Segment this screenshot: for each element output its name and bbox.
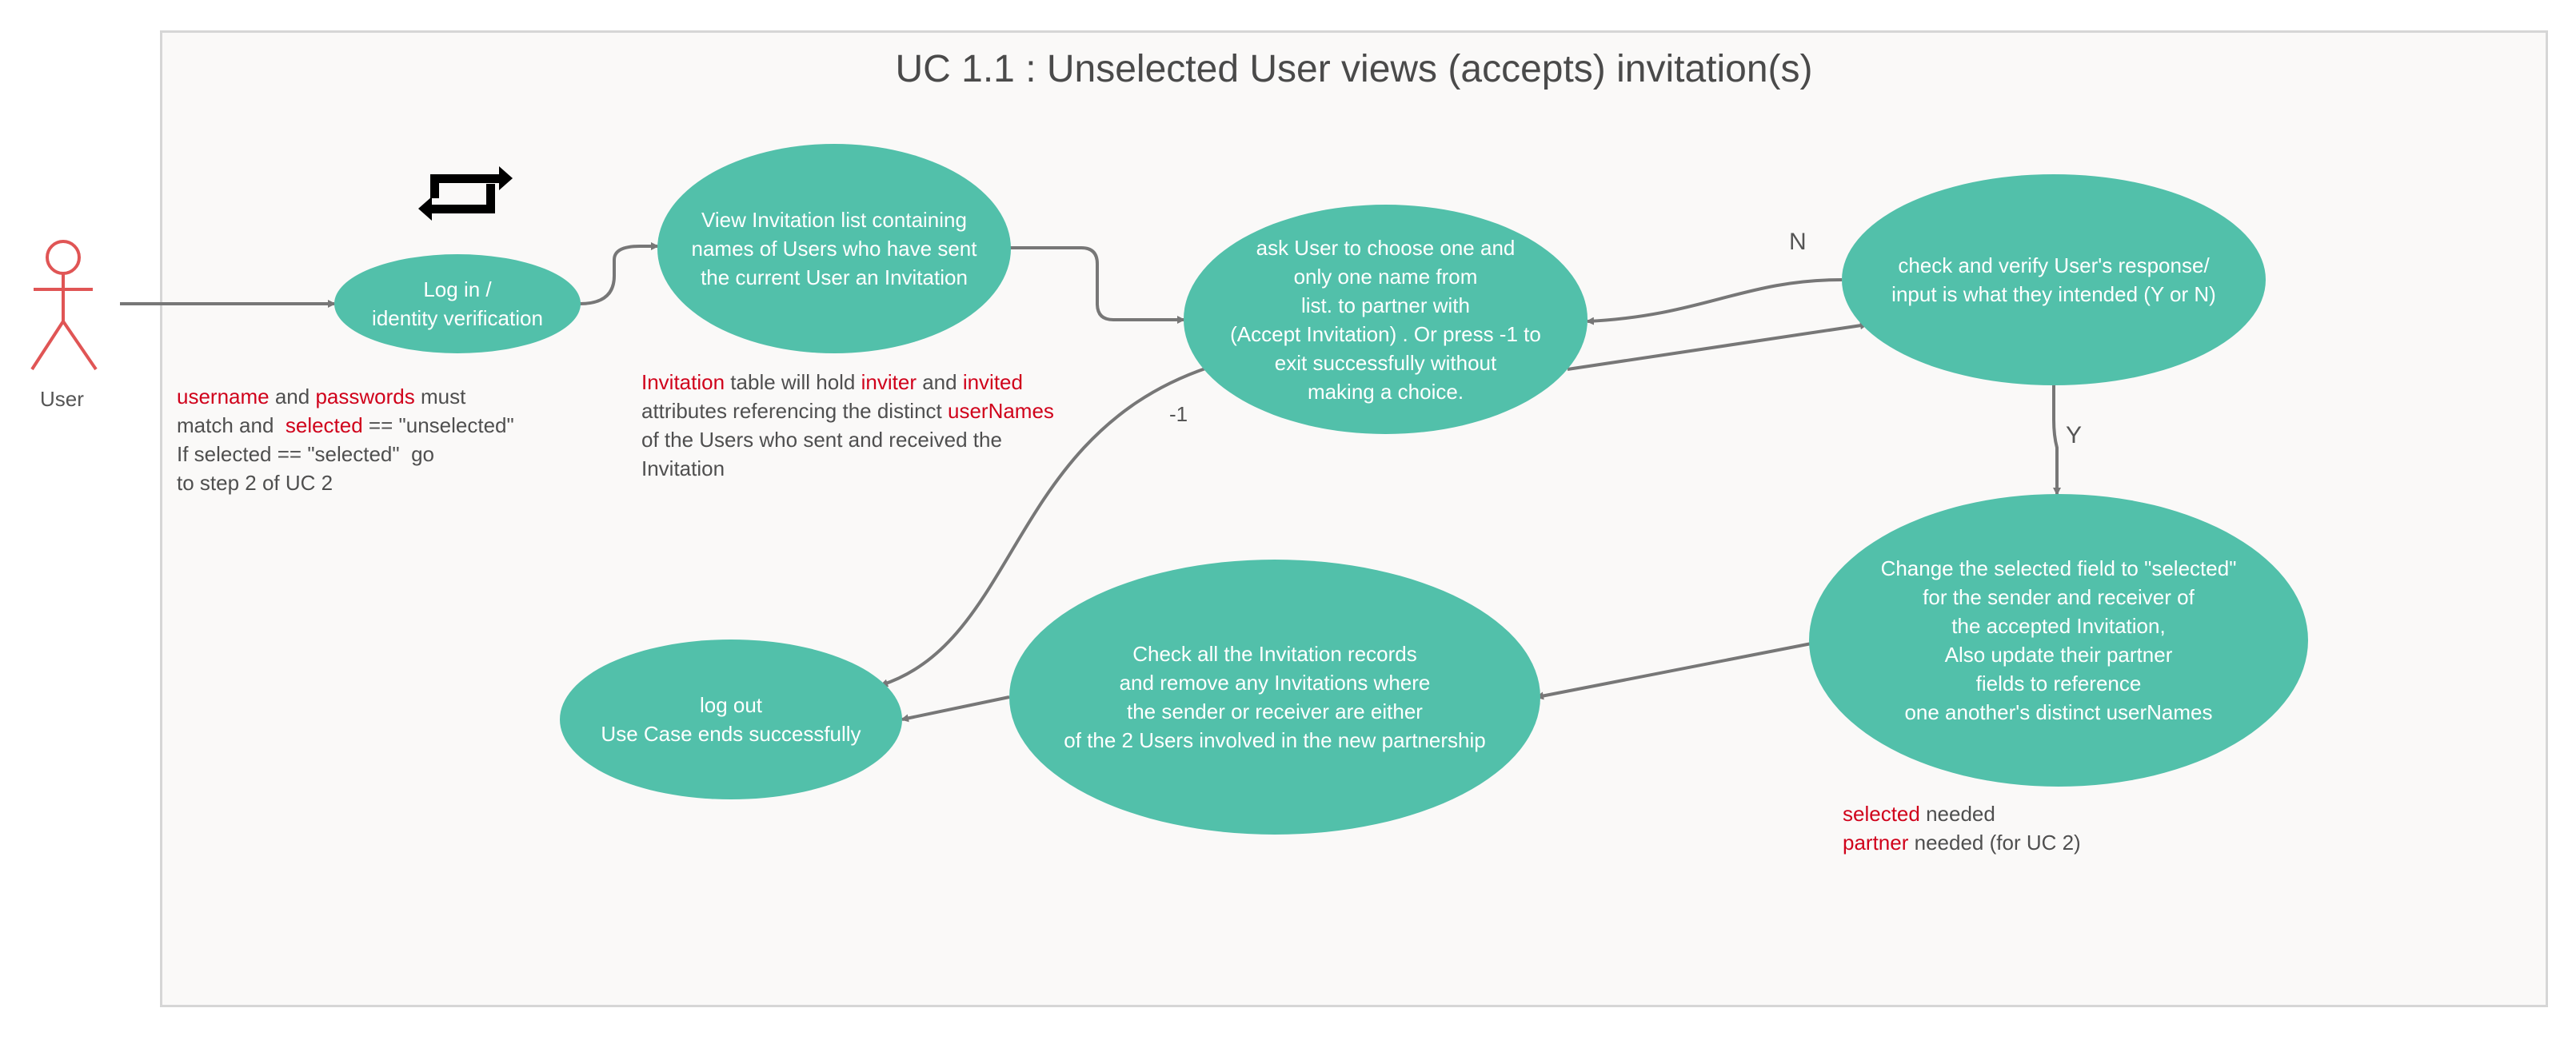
node-login: Log in / identity verification — [334, 254, 581, 353]
keyword-usernames: userNames — [947, 399, 1054, 423]
note-invitation-table: Invitation table will hold inviter and i… — [641, 368, 1054, 483]
node-view-invitation-list-text: View Invitation list containing names of… — [691, 208, 977, 289]
note-invitation-line-3: of the Users who sent and received the — [641, 428, 1002, 452]
note-login-requirements: username and passwords must match and se… — [177, 382, 514, 497]
diagram-title: UC 1.1 : Unselected User views (accepts)… — [895, 48, 1813, 90]
note-login-line-2: match and selected == "unselected" — [177, 413, 514, 437]
node-logout: log out Use Case ends successfully — [560, 640, 902, 799]
node-choose-name: ask User to choose one and only one name… — [1184, 205, 1588, 434]
note-change-line-2: partner needed (for UC 2) — [1843, 831, 2081, 855]
note-change-line-1: selected needed — [1843, 802, 1995, 826]
repeat-arrows-icon — [418, 166, 513, 221]
node-choose-name-text: ask User to choose one and only one name… — [1230, 235, 1541, 404]
edge-label-exit: -1 — [1169, 402, 1188, 426]
note-login-line-4: to step 2 of UC 2 — [177, 471, 333, 495]
edge-login-to-viewlist — [579, 242, 659, 305]
note-invitation-line-2: attributes referencing the distinct user… — [641, 399, 1054, 423]
keyword-partner-needed: partner — [1843, 831, 1909, 855]
note-change-requirements: selected needed partner needed (for UC 2… — [1843, 799, 2081, 857]
node-login-text: Log in / identity verification — [372, 277, 543, 330]
node-check-invitation-records-text: Check all the Invitation records and rem… — [1064, 642, 1486, 752]
edge-verify-to-choose-n — [1586, 278, 1843, 325]
edge-verify-to-change-y — [2052, 385, 2061, 496]
keyword-selected: selected — [285, 413, 363, 437]
node-logout-text: log out Use Case ends successfully — [601, 693, 861, 746]
node-change-selected-field: Change the selected field to "selected" … — [1809, 494, 2308, 787]
keyword-selected-needed: selected — [1843, 802, 1920, 826]
node-view-invitation-list: View Invitation list containing names of… — [657, 144, 1011, 353]
edge-change-to-checkrecords — [1536, 642, 1812, 700]
keyword-inviter: inviter — [861, 370, 917, 394]
note-invitation-line-1: Invitation table will hold inviter and i… — [641, 370, 1023, 394]
node-change-selected-field-text: Change the selected field to "selected" … — [1880, 556, 2237, 724]
keyword-invitation: Invitation — [641, 370, 725, 394]
keyword-username: username — [177, 385, 270, 408]
edge-viewlist-to-choose — [1010, 246, 1185, 324]
note-login-line-1: username and passwords must — [177, 385, 466, 408]
edge-choose-to-logout-exit — [880, 366, 1208, 687]
edge-choose-to-verify — [1567, 321, 1868, 371]
user-actor-label: User — [40, 387, 84, 411]
edge-label-yes: Y — [2066, 422, 2083, 448]
user-actor-figure — [30, 240, 98, 371]
note-login-line-3: If selected == "selected" go — [177, 442, 434, 466]
node-verify-response: check and verify User's response/ input … — [1842, 174, 2266, 385]
edge-label-no: N — [1789, 229, 1807, 255]
note-invitation-line-4: Invitation — [641, 456, 725, 480]
keyword-invited: invited — [962, 370, 1023, 394]
node-check-invitation-records: Check all the Invitation records and rem… — [1009, 560, 1540, 835]
node-verify-response-text: check and verify User's response/ input … — [1891, 253, 2216, 306]
edge-checkrecords-to-logout — [901, 695, 1010, 723]
keyword-passwords: passwords — [315, 385, 415, 408]
